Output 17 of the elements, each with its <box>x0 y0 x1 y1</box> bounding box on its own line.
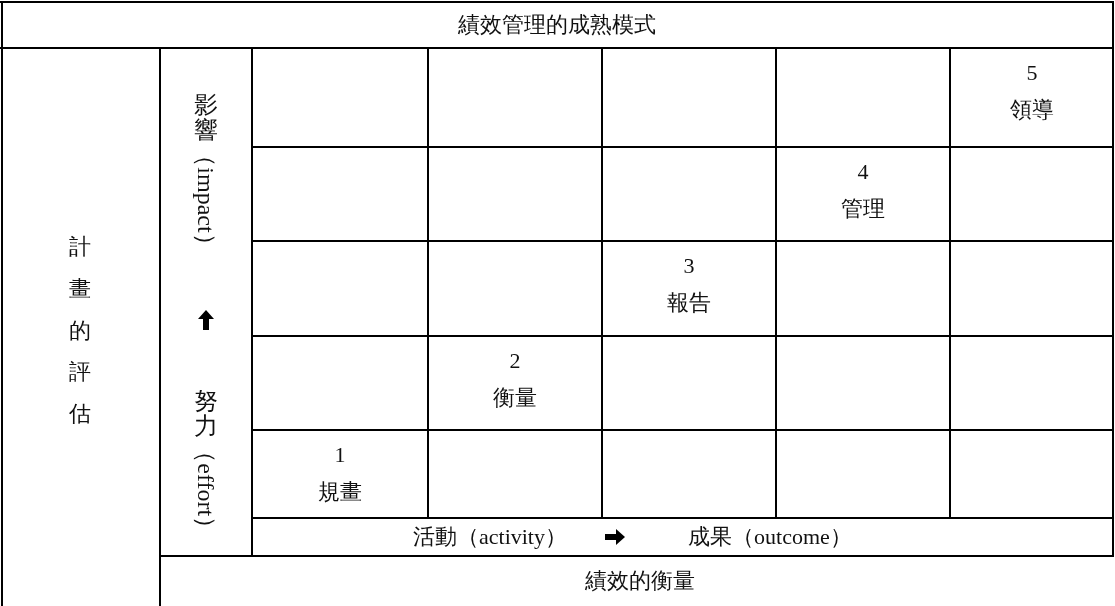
level-number: 5 <box>1026 60 1038 86</box>
level-name: 衡量 <box>493 385 537 411</box>
level-number: 3 <box>683 253 695 279</box>
level-number: 4 <box>857 159 869 185</box>
axis-label: 努力（effort） <box>192 389 221 541</box>
level-name: 管理 <box>841 196 885 222</box>
level-name: 領導 <box>1010 97 1054 123</box>
row-heading: 計畫的評估 <box>69 232 91 428</box>
column-heading: 績效的衡量 <box>585 568 695 594</box>
level-number: 2 <box>509 348 521 374</box>
level-name: 規畫 <box>318 479 362 505</box>
axis-label: 成果（outcome） <box>688 524 852 550</box>
level-name: 報告 <box>667 290 711 316</box>
table-title: 績效管理的成熟模式 <box>458 12 656 38</box>
axis-label: 影響（impact） <box>192 93 221 257</box>
axis-label: 活動（activity） <box>413 524 567 550</box>
level-number: 1 <box>334 442 346 468</box>
